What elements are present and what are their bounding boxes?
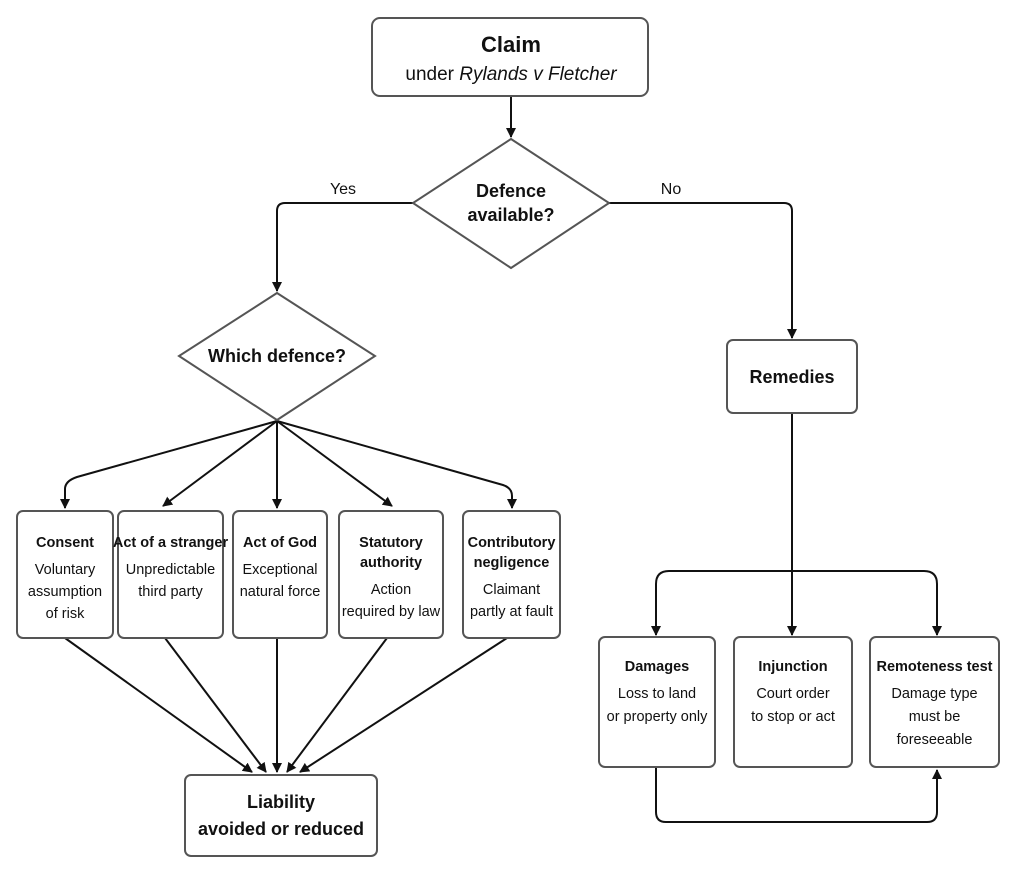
contributory-negligence-description: Claimant — [483, 582, 540, 598]
defence-available-decision: Defence available? — [411, 137, 611, 270]
negligence-to-liability-arrow — [299, 637, 508, 773]
act-of-god-title: Act of God — [243, 535, 317, 551]
liability-line-2: avoided or reduced — [198, 819, 364, 839]
which-defence-label: Which defence? — [208, 346, 346, 366]
statutory-authority-description: required by law — [342, 604, 441, 620]
decision-line-1: Defence — [476, 181, 546, 201]
act-of-a-stranger-description: third party — [138, 584, 203, 600]
statutory-to-liability-arrow — [286, 637, 388, 773]
statutory-authority-description: Action — [371, 582, 411, 598]
claim-node: Claim under Rylands v Fletcher — [371, 17, 649, 97]
no-label: No — [661, 181, 682, 198]
damages-to-remoteness-loop-arrow — [655, 767, 942, 823]
decision-line-2: available? — [467, 205, 554, 225]
to-remoteness-test-arrow — [792, 570, 942, 636]
contributory-negligence-description: partly at fault — [470, 604, 553, 620]
remoteness-test-description: must be — [909, 709, 961, 725]
act-of-a-stranger-title: Act of a stranger — [113, 535, 229, 551]
to-damages-arrow — [651, 570, 792, 636]
liability-line-1: Liability — [247, 792, 315, 812]
remoteness-test-description: Damage type — [891, 686, 977, 702]
contributory-negligence-title: negligence — [474, 555, 550, 571]
remedies-node: Remedies — [726, 339, 858, 414]
injunction-title: Injunction — [758, 659, 827, 675]
remoteness-test-description: foreseeable — [897, 732, 973, 748]
injunction-description: Court order — [756, 686, 830, 702]
to-statutory-authority-arrow — [276, 420, 393, 507]
to-contributory-negligence-arrow — [276, 420, 517, 509]
liability-node: Liability avoided or reduced — [184, 774, 378, 857]
damages-description: or property only — [607, 709, 708, 725]
yes-branch-arrow — [272, 202, 413, 292]
yes-label: Yes — [330, 181, 356, 198]
consent-description: Voluntary — [35, 562, 96, 578]
which-defence-decision: Which defence? — [177, 291, 377, 422]
to-consent-arrow — [60, 420, 278, 509]
damages-description: Loss to land — [618, 686, 696, 702]
remoteness-test-title: Remoteness test — [876, 659, 992, 675]
claim-subtitle: under Rylands v Fletcher — [405, 64, 617, 85]
statutory-authority-title: authority — [360, 555, 422, 571]
act-of-a-stranger-description: Unpredictable — [126, 562, 215, 578]
damages-title: Damages — [625, 659, 689, 675]
stranger-to-liability-arrow — [164, 637, 267, 773]
consent-title: Consent — [36, 535, 94, 551]
consent-description: assumption — [28, 584, 102, 600]
remedies-label: Remedies — [749, 367, 834, 387]
no-branch-arrow — [609, 202, 797, 339]
connectors — [60, 96, 942, 823]
act-of-god-description: natural force — [240, 584, 321, 600]
claim-title: Claim — [481, 32, 541, 57]
act-of-god-description: Exceptional — [243, 562, 318, 578]
contributory-negligence-title: Contributory — [468, 535, 556, 551]
consent-description: of risk — [46, 606, 85, 622]
consent-to-liability-arrow — [64, 637, 253, 773]
statutory-authority-title: Statutory — [359, 535, 423, 551]
injunction-description: to stop or act — [751, 709, 835, 725]
to-act-of-stranger-arrow — [162, 420, 278, 507]
